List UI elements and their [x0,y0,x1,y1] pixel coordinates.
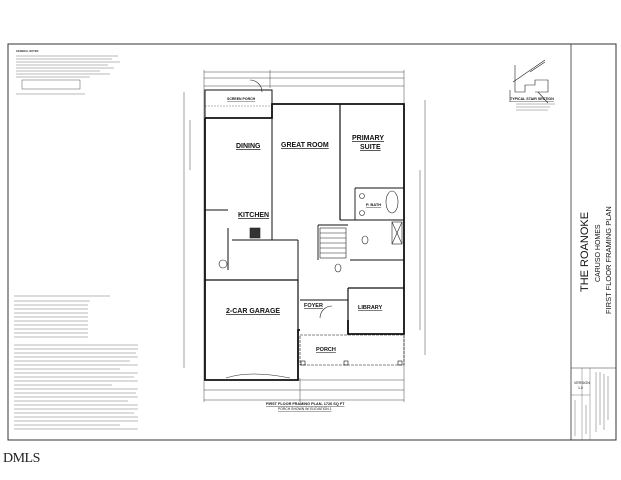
screen-porch [204,89,273,119]
plan-caption-subtitle: PORCH SHOWN W/ ELEVATION 1 [278,407,332,411]
room-label-primary: PRIMARY [352,135,384,142]
room-label-porch: PORCH [316,347,336,353]
room-label-dining: DINING [236,143,261,150]
general-notes-heading: GENERAL NOTES: [16,49,39,53]
project-name: THE ROANOKE [579,212,591,292]
version-label: VERSION [574,381,590,385]
stair-section-label: TYPICAL STAIR SECTION [510,97,554,101]
fixtures [218,79,403,379]
room-label-foyer: FOYER [304,303,323,309]
sheet-title: FIRST FLOOR FRAMING PLAN [604,206,613,314]
version-number: 1.0 [578,386,583,390]
builder-name: CARUSO HOMES [595,224,602,282]
front-porch [299,334,405,366]
room-label-kitchen: KITCHEN [238,212,269,219]
room-label-library: LIBRARY [358,305,383,311]
framing-notes [14,295,138,430]
plan-caption-title: FIRST FLOOR FRAMING PLAN- 1726 SQ FT [266,402,345,406]
sheet-border [7,43,617,441]
stair-section-detail [509,59,549,104]
general-notes: GENERAL NOTES: [16,49,120,95]
room-label-suite: SUITE [360,144,381,151]
dmls-watermark: DMLS [3,451,40,466]
room-label-screen-porch: SCREEN PORCH [227,97,256,101]
room-label-great-room: GREAT ROOM [281,142,329,149]
dimension-lines [183,70,426,402]
room-label-garage: 2-CAR GARAGE [226,308,280,315]
room-label-p-bath: P. BATH [366,202,381,207]
